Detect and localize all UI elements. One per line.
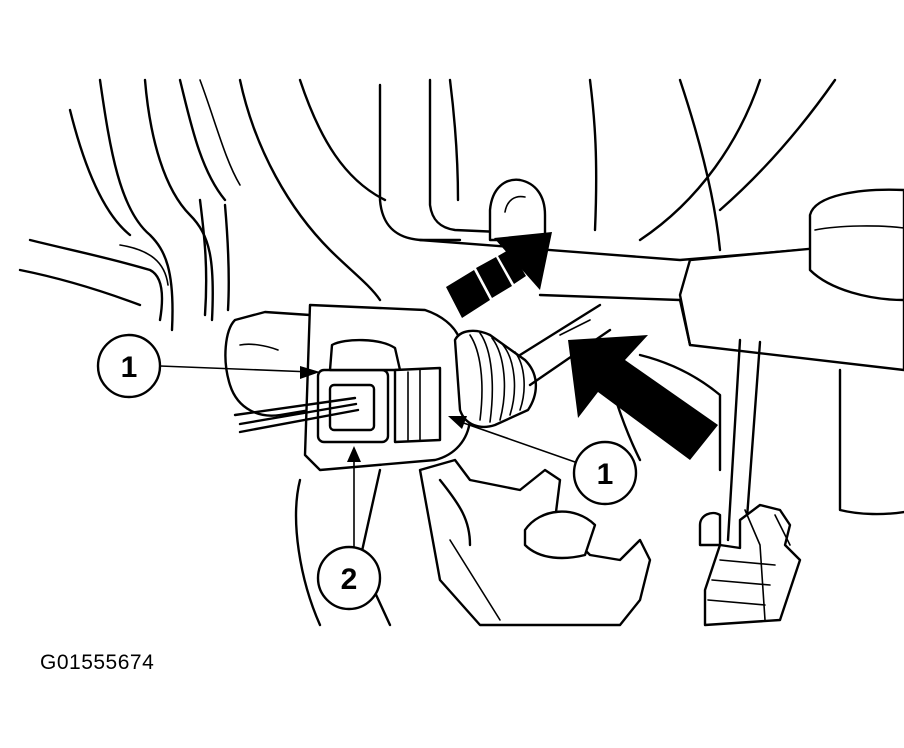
callout-1-left-label: 1 bbox=[121, 351, 138, 384]
arrow-dash-3 bbox=[498, 249, 526, 284]
leader-line-1-right bbox=[454, 419, 576, 463]
leader-line-1-left bbox=[159, 365, 313, 373]
callout-2: 2 bbox=[316, 545, 382, 611]
callout-2-label: 2 bbox=[341, 563, 358, 596]
motion-arrows bbox=[446, 232, 718, 460]
arrow-head-upper bbox=[494, 232, 552, 290]
arrow-dash-2 bbox=[476, 257, 512, 298]
callout-1-right: 1 bbox=[572, 440, 638, 506]
large-black-arrow bbox=[568, 335, 718, 460]
figure-id: G01555674 bbox=[40, 651, 155, 674]
callout-leaders bbox=[159, 365, 576, 559]
callout-1-left: 1 bbox=[96, 333, 162, 399]
arrow-dash-1 bbox=[446, 270, 490, 318]
sensor-connector bbox=[224, 303, 612, 472]
callout-1-right-label: 1 bbox=[597, 458, 614, 491]
